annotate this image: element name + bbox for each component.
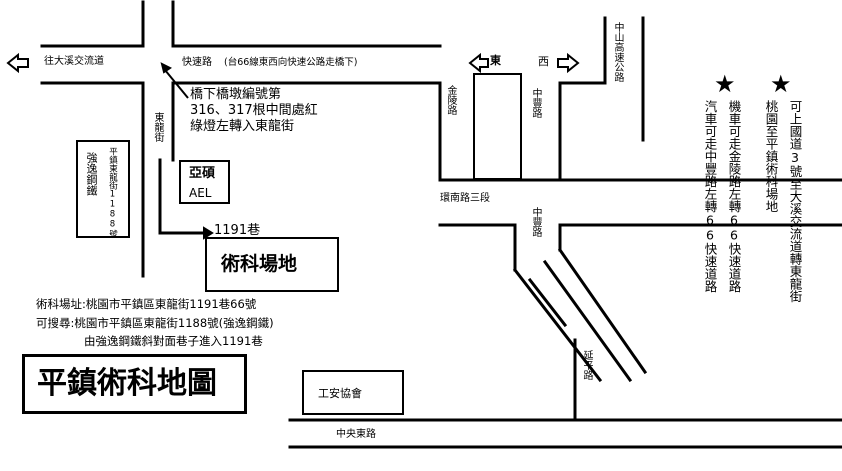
zhongyang-east-road-label: 中央東路 <box>336 429 376 440</box>
highway-star-icon: ★ <box>770 70 792 98</box>
zhongshan-highway-label: 中山高速公路 <box>612 22 623 82</box>
scooter-star-icon: ★ <box>714 70 736 98</box>
ael-label: AEL <box>189 186 212 200</box>
highway-route-note: 可上國道3號至大溪交流道轉東龍街 <box>787 100 803 303</box>
inquiry-address-label: 可搜尋: <box>36 316 75 330</box>
west-label: 西 <box>538 55 549 68</box>
car-route-note: 汽車可走中豐路左轉66快速道路 <box>702 100 718 293</box>
venue-address-line: 術科場址:桃園市平鎮區東龍街1191巷66號 <box>36 297 257 311</box>
scooter-route-note: 機車可走金陵路左轉66快速道路 <box>726 100 742 293</box>
venue-label: 術科場地 <box>221 253 298 275</box>
highway-route-prefix: 桃園至平鎮術科場地 <box>763 100 779 213</box>
venue-address-value: 桃園市平鎮區東龍街1191巷66號 <box>85 297 257 311</box>
instruction-line-3: 綠燈左轉入東龍街 <box>190 119 295 134</box>
jinling-road-label: 金陵路 <box>445 85 456 115</box>
zhongfeng-road-north-label: 中豐路 <box>530 88 541 118</box>
yashuo-label: 亞碩 <box>189 166 216 181</box>
east-label: 東 <box>490 54 501 67</box>
instruction-line-1: 橋下橋墩編號第 <box>190 87 282 102</box>
donglong-street-label: 東龍街 <box>152 112 163 142</box>
inquiry-address-directions: 由強逸鋼鐵斜對面巷子進入1191巷 <box>84 334 263 348</box>
title-box: 平鎮術科地圖 <box>22 354 247 414</box>
to-daxi-label: 往大溪交流道 <box>44 56 104 67</box>
inquiry-address-line: 可搜尋:桃園市平鎮區東龍街1188號(強逸鋼鐵) <box>36 316 274 330</box>
venue-building: 術科場地 <box>205 237 339 292</box>
labor-safety-association-building: 工安協會 <box>302 370 404 415</box>
zhongfeng-road-south-label: 中豐路 <box>530 207 541 237</box>
venue-address-label: 術科場址: <box>36 297 86 311</box>
huannan-road-label: 環南路三段 <box>440 193 490 204</box>
qiangyi-steel-name: 強逸鋼鐵 <box>85 152 98 196</box>
qiangyi-steel-building: 強逸鋼鐵 平鎮東龍街1188號 <box>76 140 130 238</box>
expressway-note: (台66線東西向快速公路走橋下) <box>224 57 358 68</box>
expressway-label: 快速路 <box>182 57 212 68</box>
block-between-roads <box>473 73 522 180</box>
qiangyi-steel-address: 平鎮東龍街1188號 <box>107 147 118 238</box>
lane-1191-label: 1191巷 <box>214 223 261 238</box>
instruction-line-2: 316、317根中間處紅 <box>190 103 318 118</box>
inquiry-address-value: 桃園市平鎮區東龍街1188號(強逸鋼鐵) <box>74 316 274 330</box>
yashuo-ael-building: 亞碩 AEL <box>179 160 230 204</box>
map-title: 平鎮術科地圖 <box>37 366 217 401</box>
labor-safety-label: 工安協會 <box>318 387 362 400</box>
yanping-road-label: 延平路 <box>581 350 592 380</box>
